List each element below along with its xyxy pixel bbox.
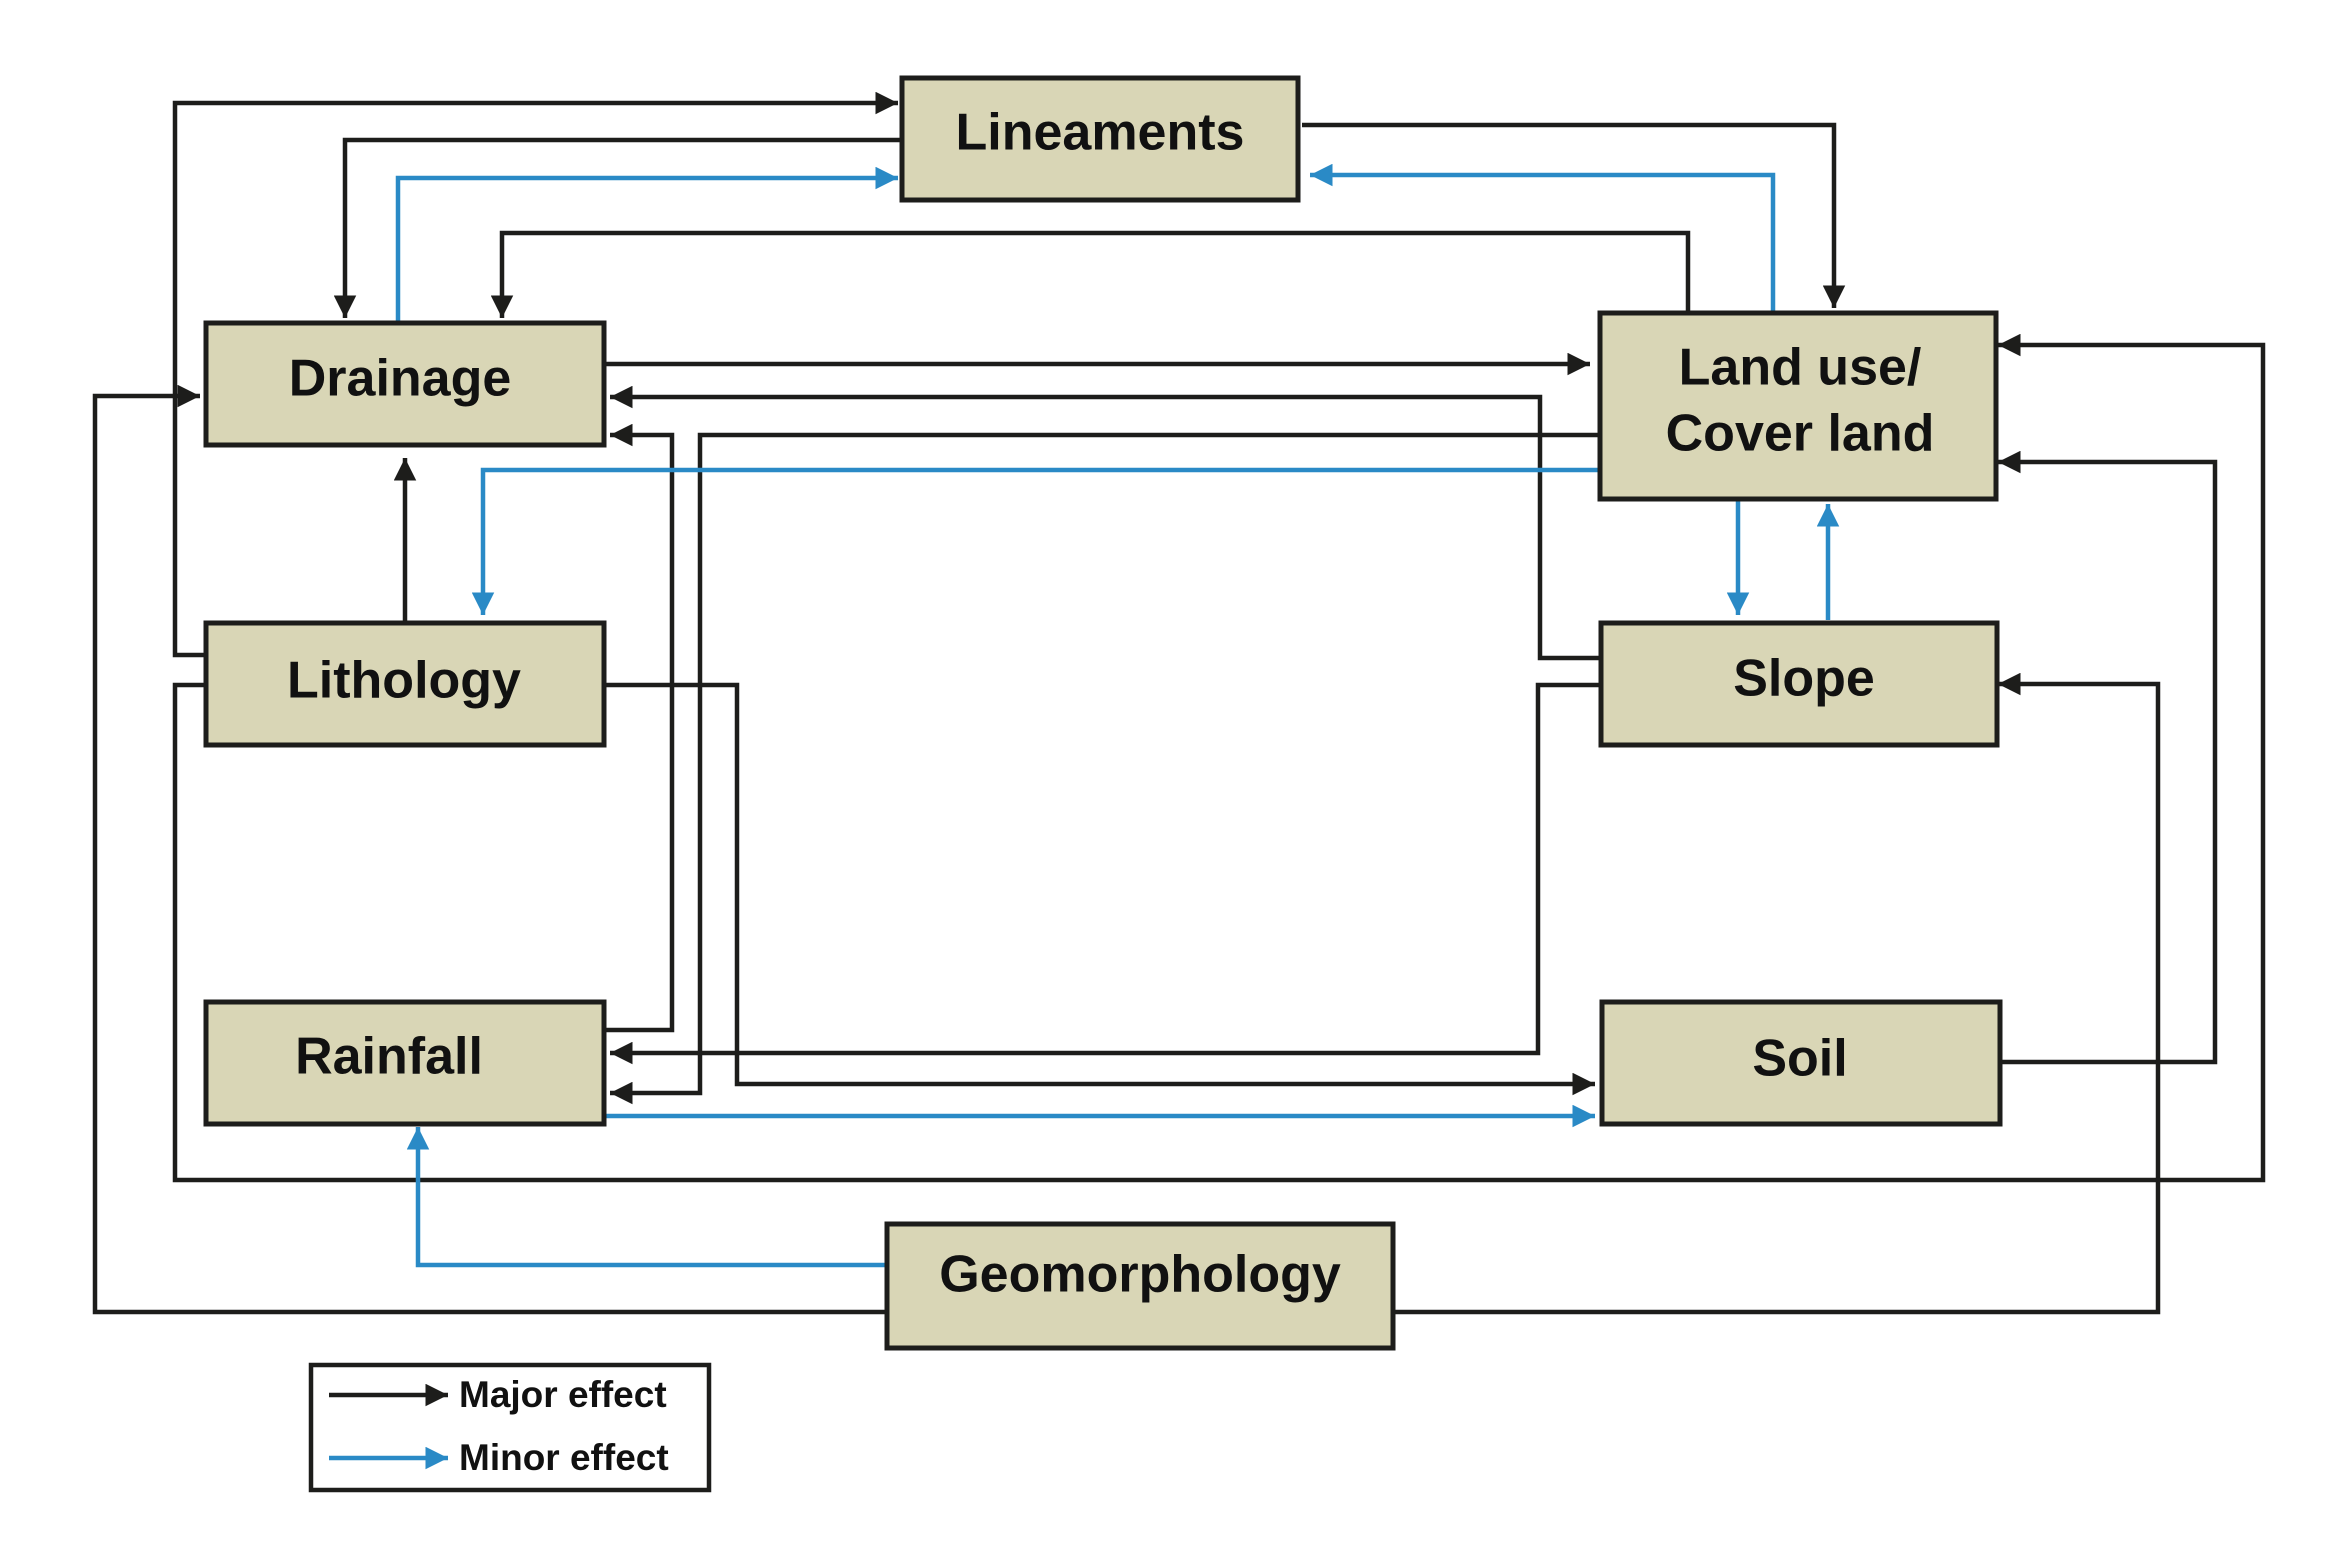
edge-geomorphology-to-slope [1393, 672, 2161, 1315]
node-soil: Soil [1599, 999, 2003, 1127]
edge-lithology-to-landuse [172, 333, 2266, 1183]
edge-landuse-to-lineaments [1310, 163, 1776, 313]
legend-minor-label: Minor effect [459, 1437, 669, 1478]
node-drainage-box [203, 320, 607, 448]
edge-lineaments-to-drainage [333, 137, 905, 318]
edge-landuse-to-drainage [490, 230, 1691, 318]
node-landuse-label-line1: Land use/ [1679, 339, 1922, 397]
node-slope-box [1598, 620, 2000, 748]
node-rainfall-box [203, 999, 607, 1127]
node-lithology: Lithology [203, 620, 607, 748]
node-landuse-label-line2: Cover land [1666, 405, 1935, 463]
edge-rainfall-to-drainage [605, 423, 675, 1033]
node-soil-label: Soil [1752, 1030, 1847, 1088]
edge-geomorphology-to-drainage [92, 384, 887, 1315]
node-slope: Slope [1598, 620, 2000, 748]
edge-lineaments-to-landuse [1302, 122, 1846, 308]
node-drainage: Drainage [203, 320, 607, 448]
node-geomorphology-label: Geomorphology [939, 1246, 1341, 1304]
legend: Major effect Minor effect [308, 1362, 712, 1493]
connectors [92, 91, 2266, 1315]
node-lineaments-box [899, 75, 1301, 203]
edge-drainage-to-lineaments [395, 166, 898, 323]
node-rainfall-label: Rainfall [295, 1028, 483, 1086]
edge-soil-to-landuse [1998, 450, 2218, 1065]
node-landuse: Land use/ Cover land [1597, 310, 1999, 502]
node-drainage-label: Drainage [289, 350, 512, 408]
node-geomorphology-box [884, 1221, 1396, 1351]
node-lineaments: Lineaments [899, 75, 1301, 203]
edge-landuse-to-rainfall [610, 432, 1600, 1105]
node-geomorphology: Geomorphology [884, 1221, 1396, 1351]
edge-geomorphology-to-rainfall [406, 1127, 887, 1268]
node-lineaments-label: Lineaments [956, 104, 1245, 162]
node-rainfall: Rainfall [203, 999, 607, 1127]
legend-major-label: Major effect [459, 1374, 667, 1415]
node-slope-label: Slope [1733, 650, 1875, 708]
node-lithology-box [203, 620, 607, 748]
legend-box [308, 1362, 712, 1493]
edge-slope-to-drainage [610, 385, 1601, 661]
edge-lithology-to-soil [605, 682, 1595, 1096]
edge-lithology-to-lineaments [172, 91, 898, 658]
node-lithology-label: Lithology [287, 652, 521, 710]
edge-slope-to-rainfall [610, 682, 1601, 1065]
node-soil-box [1599, 999, 2003, 1127]
node-landuse-box [1597, 310, 1999, 502]
edge-landuse-to-lithology [471, 467, 1600, 615]
